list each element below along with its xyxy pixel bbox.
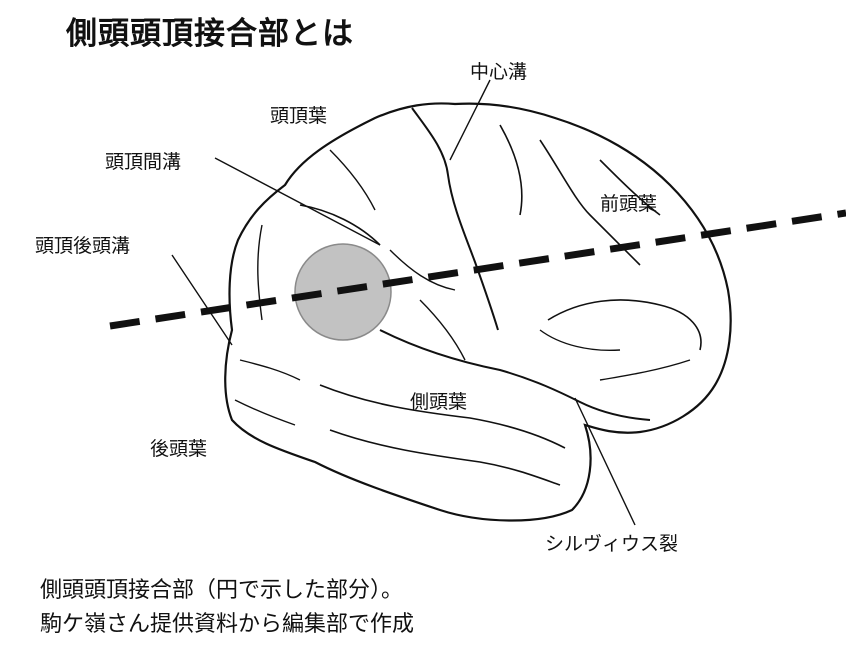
diagram-title: 側頭頭頂接合部とは: [66, 16, 354, 52]
dashed-axis-line: [109, 209, 846, 330]
leader-parieto-occipital-sulcus: [171, 254, 233, 346]
label-frontal-lobe: 前頭葉: [600, 193, 657, 215]
label-central-sulcus: 中心溝: [470, 61, 527, 83]
label-parieto-occipital-sulcus: 頭頂後頭溝: [35, 235, 130, 257]
label-intraparietal-sulcus: 頭頂間溝: [105, 151, 181, 173]
leader-intraparietal-sulcus: [214, 157, 381, 246]
leader-sylvian-fissure: [574, 397, 636, 526]
label-sylvian-fissure: シルヴィウス裂: [545, 533, 678, 555]
central-sulcus-line: [411, 107, 499, 331]
label-occipital-lobe: 後頭葉: [150, 438, 207, 460]
label-temporal-lobe: 側頭葉: [410, 391, 467, 413]
sylvian-fissure-line: [379, 329, 651, 421]
label-parietal-lobe: 頭頂葉: [270, 105, 327, 127]
leader-central-sulcus: [449, 79, 491, 161]
brain-outline: [224, 102, 732, 522]
caption-line-2: 駒ケ嶺さん提供資料から編集部で作成: [40, 612, 415, 637]
caption-line-1: 側頭頭頂接合部（円で示した部分）。: [40, 578, 404, 603]
